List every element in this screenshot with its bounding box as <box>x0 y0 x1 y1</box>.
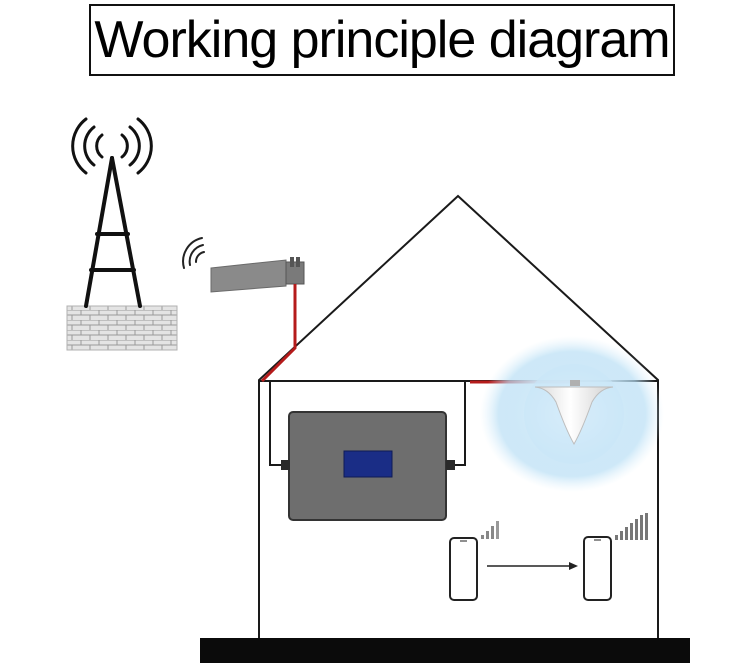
phone-strong-signal <box>583 513 648 601</box>
ceiling-antenna-icon <box>480 336 664 492</box>
strong-signal-bars-icon <box>615 513 648 540</box>
yagi-antenna-icon <box>182 237 305 293</box>
weak-signal-bars-icon <box>481 521 499 539</box>
signal-booster-icon <box>281 411 455 521</box>
arrow-right-icon <box>487 562 578 570</box>
diagram-title: Working principle diagram <box>94 11 670 69</box>
cell-tower-icon <box>66 117 178 351</box>
tower-waves-icon <box>71 117 153 175</box>
phone-weak-signal <box>449 521 499 601</box>
ground-slab <box>200 638 690 663</box>
antenna-waves-icon <box>182 237 205 269</box>
title-box: Working principle diagram <box>89 4 675 76</box>
